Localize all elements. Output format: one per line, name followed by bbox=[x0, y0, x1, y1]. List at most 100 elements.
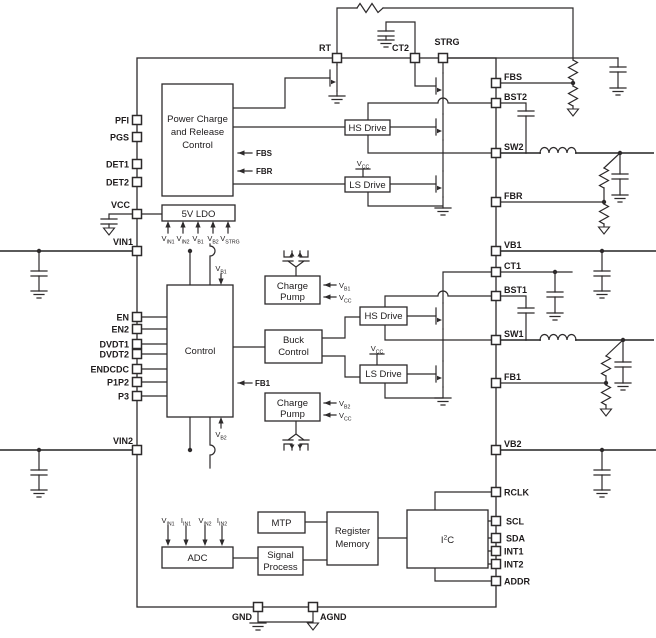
capacitor-icon bbox=[593, 270, 611, 277]
resistor-icon bbox=[598, 167, 610, 189]
ground-icon bbox=[306, 622, 320, 631]
sw2-output-network bbox=[499, 152, 621, 228]
rt-bypass-wire bbox=[336, 7, 574, 59]
inductor-icon bbox=[539, 146, 577, 154]
bst1-internal-wire bbox=[384, 290, 493, 308]
adc-input-wires bbox=[167, 525, 223, 540]
block-control bbox=[166, 284, 234, 418]
buck-control-label: Control bbox=[278, 347, 309, 358]
ground-icon bbox=[609, 87, 627, 96]
pin-vin2 bbox=[131, 444, 143, 456]
pin-label-agnd: AGND bbox=[320, 612, 347, 622]
block-register-memory bbox=[326, 511, 379, 566]
resistor-icon bbox=[600, 384, 612, 406]
signal-process-label: Signal bbox=[267, 550, 293, 561]
ls-drive2-label: LS Drive bbox=[349, 180, 385, 191]
ct1-cap-wire bbox=[499, 271, 573, 314]
resistor-icon bbox=[356, 2, 384, 14]
pin-label-ct2: CT2 bbox=[392, 43, 409, 53]
block-5v-ldo bbox=[161, 204, 236, 222]
pin-dvdt2 bbox=[131, 348, 143, 360]
ground-icon bbox=[611, 194, 629, 203]
pin-sw2 bbox=[490, 147, 502, 159]
block-adc bbox=[161, 546, 234, 569]
pin-label-addr: ADDR bbox=[504, 577, 530, 587]
pin-label-endcdc: ENDCDC bbox=[90, 365, 129, 375]
pin-label-vin2: VIN2 bbox=[113, 436, 133, 446]
pin-label-vin1: VIN1 bbox=[113, 237, 133, 247]
block-charge-pump-2 bbox=[264, 392, 321, 422]
control-label: Control bbox=[185, 346, 216, 357]
charge-pump2-label: Charge bbox=[277, 398, 308, 409]
pin-label-rt: RT bbox=[319, 43, 331, 53]
capacitor-icon bbox=[377, 30, 395, 37]
hs-drive2-wires bbox=[232, 126, 493, 154]
pin-vb1 bbox=[490, 245, 502, 257]
pin-bst1 bbox=[490, 290, 502, 302]
mtp-label: MTP bbox=[271, 518, 291, 529]
pin-label-p1p2: P1P2 bbox=[107, 378, 129, 388]
pin-label-int1: INT1 bbox=[504, 547, 524, 557]
block-hs-drive-1 bbox=[359, 306, 408, 326]
pin-agnd bbox=[307, 601, 319, 613]
block-buck-control bbox=[264, 329, 323, 364]
pin-label-ct1: CT1 bbox=[504, 261, 521, 271]
pin-label-sda: SDA bbox=[506, 534, 526, 544]
junction-dot bbox=[36, 248, 42, 254]
capacitor-icon bbox=[609, 66, 627, 73]
resistor-icon bbox=[600, 355, 612, 377]
pin-int2 bbox=[490, 558, 502, 570]
ldo-in-vin1: VIN1 bbox=[161, 234, 174, 246]
charge-pump1-label: Pump bbox=[280, 292, 305, 303]
ground-icon bbox=[102, 227, 116, 236]
rail-cap-wires bbox=[38, 250, 603, 491]
ct2-cap-wire bbox=[385, 21, 416, 55]
hop-wire-bottom bbox=[209, 416, 216, 469]
vcc-cap-wire bbox=[108, 213, 134, 229]
pin-label-sw1: SW1 bbox=[504, 329, 524, 339]
ground-icon bbox=[30, 489, 48, 498]
block-power-charge bbox=[161, 83, 234, 197]
pin-label-fb1: FB1 bbox=[504, 372, 521, 382]
pin-sw1 bbox=[490, 334, 502, 346]
mosfet-arrow bbox=[289, 252, 303, 257]
pin-label-en: EN bbox=[116, 313, 129, 323]
cp2-vb2-label: VB2 bbox=[339, 399, 350, 411]
ground-icon bbox=[546, 312, 564, 321]
digital-block-wires bbox=[232, 521, 408, 561]
block-mtp bbox=[257, 511, 306, 534]
resistor-icon bbox=[567, 59, 579, 81]
ldo-label: 5V LDO bbox=[182, 209, 216, 220]
ground-icon bbox=[599, 408, 613, 417]
cp2-vcc-label: VCC bbox=[339, 411, 352, 423]
pin-ct2 bbox=[409, 52, 421, 64]
capacitor-icon bbox=[611, 173, 629, 180]
vcc-supply-label-ls2: VCC bbox=[357, 159, 370, 171]
pin-dvdt1 bbox=[131, 338, 143, 350]
junction-dot bbox=[187, 248, 193, 254]
hs-drive2-label: HS Drive bbox=[348, 123, 386, 134]
junction-dot bbox=[552, 269, 558, 275]
gnd-agnd-wires bbox=[257, 610, 314, 623]
pin-int1 bbox=[490, 545, 502, 557]
vcc-tick-ls1 bbox=[369, 353, 385, 366]
register-memory-label: Register bbox=[335, 526, 370, 537]
pin-label-vb1: VB1 bbox=[504, 240, 522, 250]
power-charge-label: and Release bbox=[171, 127, 224, 138]
adc-in-vin1: VIN1 bbox=[161, 516, 174, 528]
adc-in-iin2: IIN2 bbox=[217, 516, 227, 528]
fbr-signal-label: FBR bbox=[256, 167, 273, 176]
pin-endcdc bbox=[131, 363, 143, 375]
cp1-vb1-label: VB1 bbox=[339, 281, 350, 293]
inductor-icon bbox=[539, 333, 577, 341]
ldo-in-vstrg: VSTRG bbox=[220, 234, 239, 246]
fb1-signal-label: FB1 bbox=[255, 379, 271, 388]
pin-en bbox=[131, 311, 143, 323]
pin-det2 bbox=[131, 176, 143, 188]
buck-control-label: Buck bbox=[283, 335, 304, 346]
charge-pump1-label: Charge bbox=[277, 281, 308, 292]
pin-label-fbs: FBS bbox=[504, 72, 522, 82]
block-ls-drive-2 bbox=[344, 176, 391, 193]
pin-label-rclk: RCLK bbox=[504, 488, 529, 498]
